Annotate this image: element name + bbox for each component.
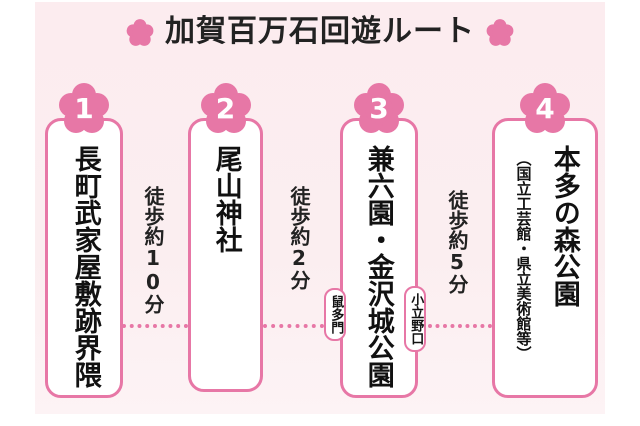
stop-3-card: 3 兼六園・金沢城公園 — [340, 83, 418, 398]
stop-name: 長町武家屋敷跡界隈 — [69, 145, 101, 388]
stop-number-badge: 4 — [517, 81, 573, 137]
stop-1-card: 1 長町武家屋敷跡界隈 — [45, 83, 123, 398]
flower-icon — [126, 18, 154, 46]
stop-2-card: 2 尾山神社 — [188, 83, 263, 392]
route-connector — [122, 324, 188, 328]
stop-subtitle: （国立工芸館・県立美術館等） — [514, 151, 533, 361]
walk-time-label: 徒歩約5分 — [445, 190, 469, 294]
stop-name: 尾山神社 — [210, 145, 242, 253]
stop-number-badge: 1 — [56, 81, 112, 137]
stop-number-badge: 3 — [351, 81, 407, 137]
page-title: 加賀百万石回遊ルート — [165, 14, 475, 49]
stop-name: 兼六園・金沢城公園 — [362, 145, 394, 388]
title-bar: 加賀百万石回遊ルート — [0, 14, 640, 50]
flower-icon — [486, 18, 514, 46]
stop-name: 本多の森公園 — [548, 145, 580, 307]
route-connector — [428, 324, 492, 328]
stop-number-badge: 2 — [198, 81, 254, 137]
route-connector — [263, 324, 324, 328]
gate-tag: 小立野口 — [404, 286, 427, 352]
walk-time-label: 徒歩約10分 — [141, 186, 165, 314]
stop-4-card: 4 本多の森公園 （国立工芸館・県立美術館等） — [492, 83, 598, 398]
walk-time-label: 徒歩約2分 — [287, 186, 311, 290]
gate-tag: 鼠多門 — [324, 288, 347, 341]
